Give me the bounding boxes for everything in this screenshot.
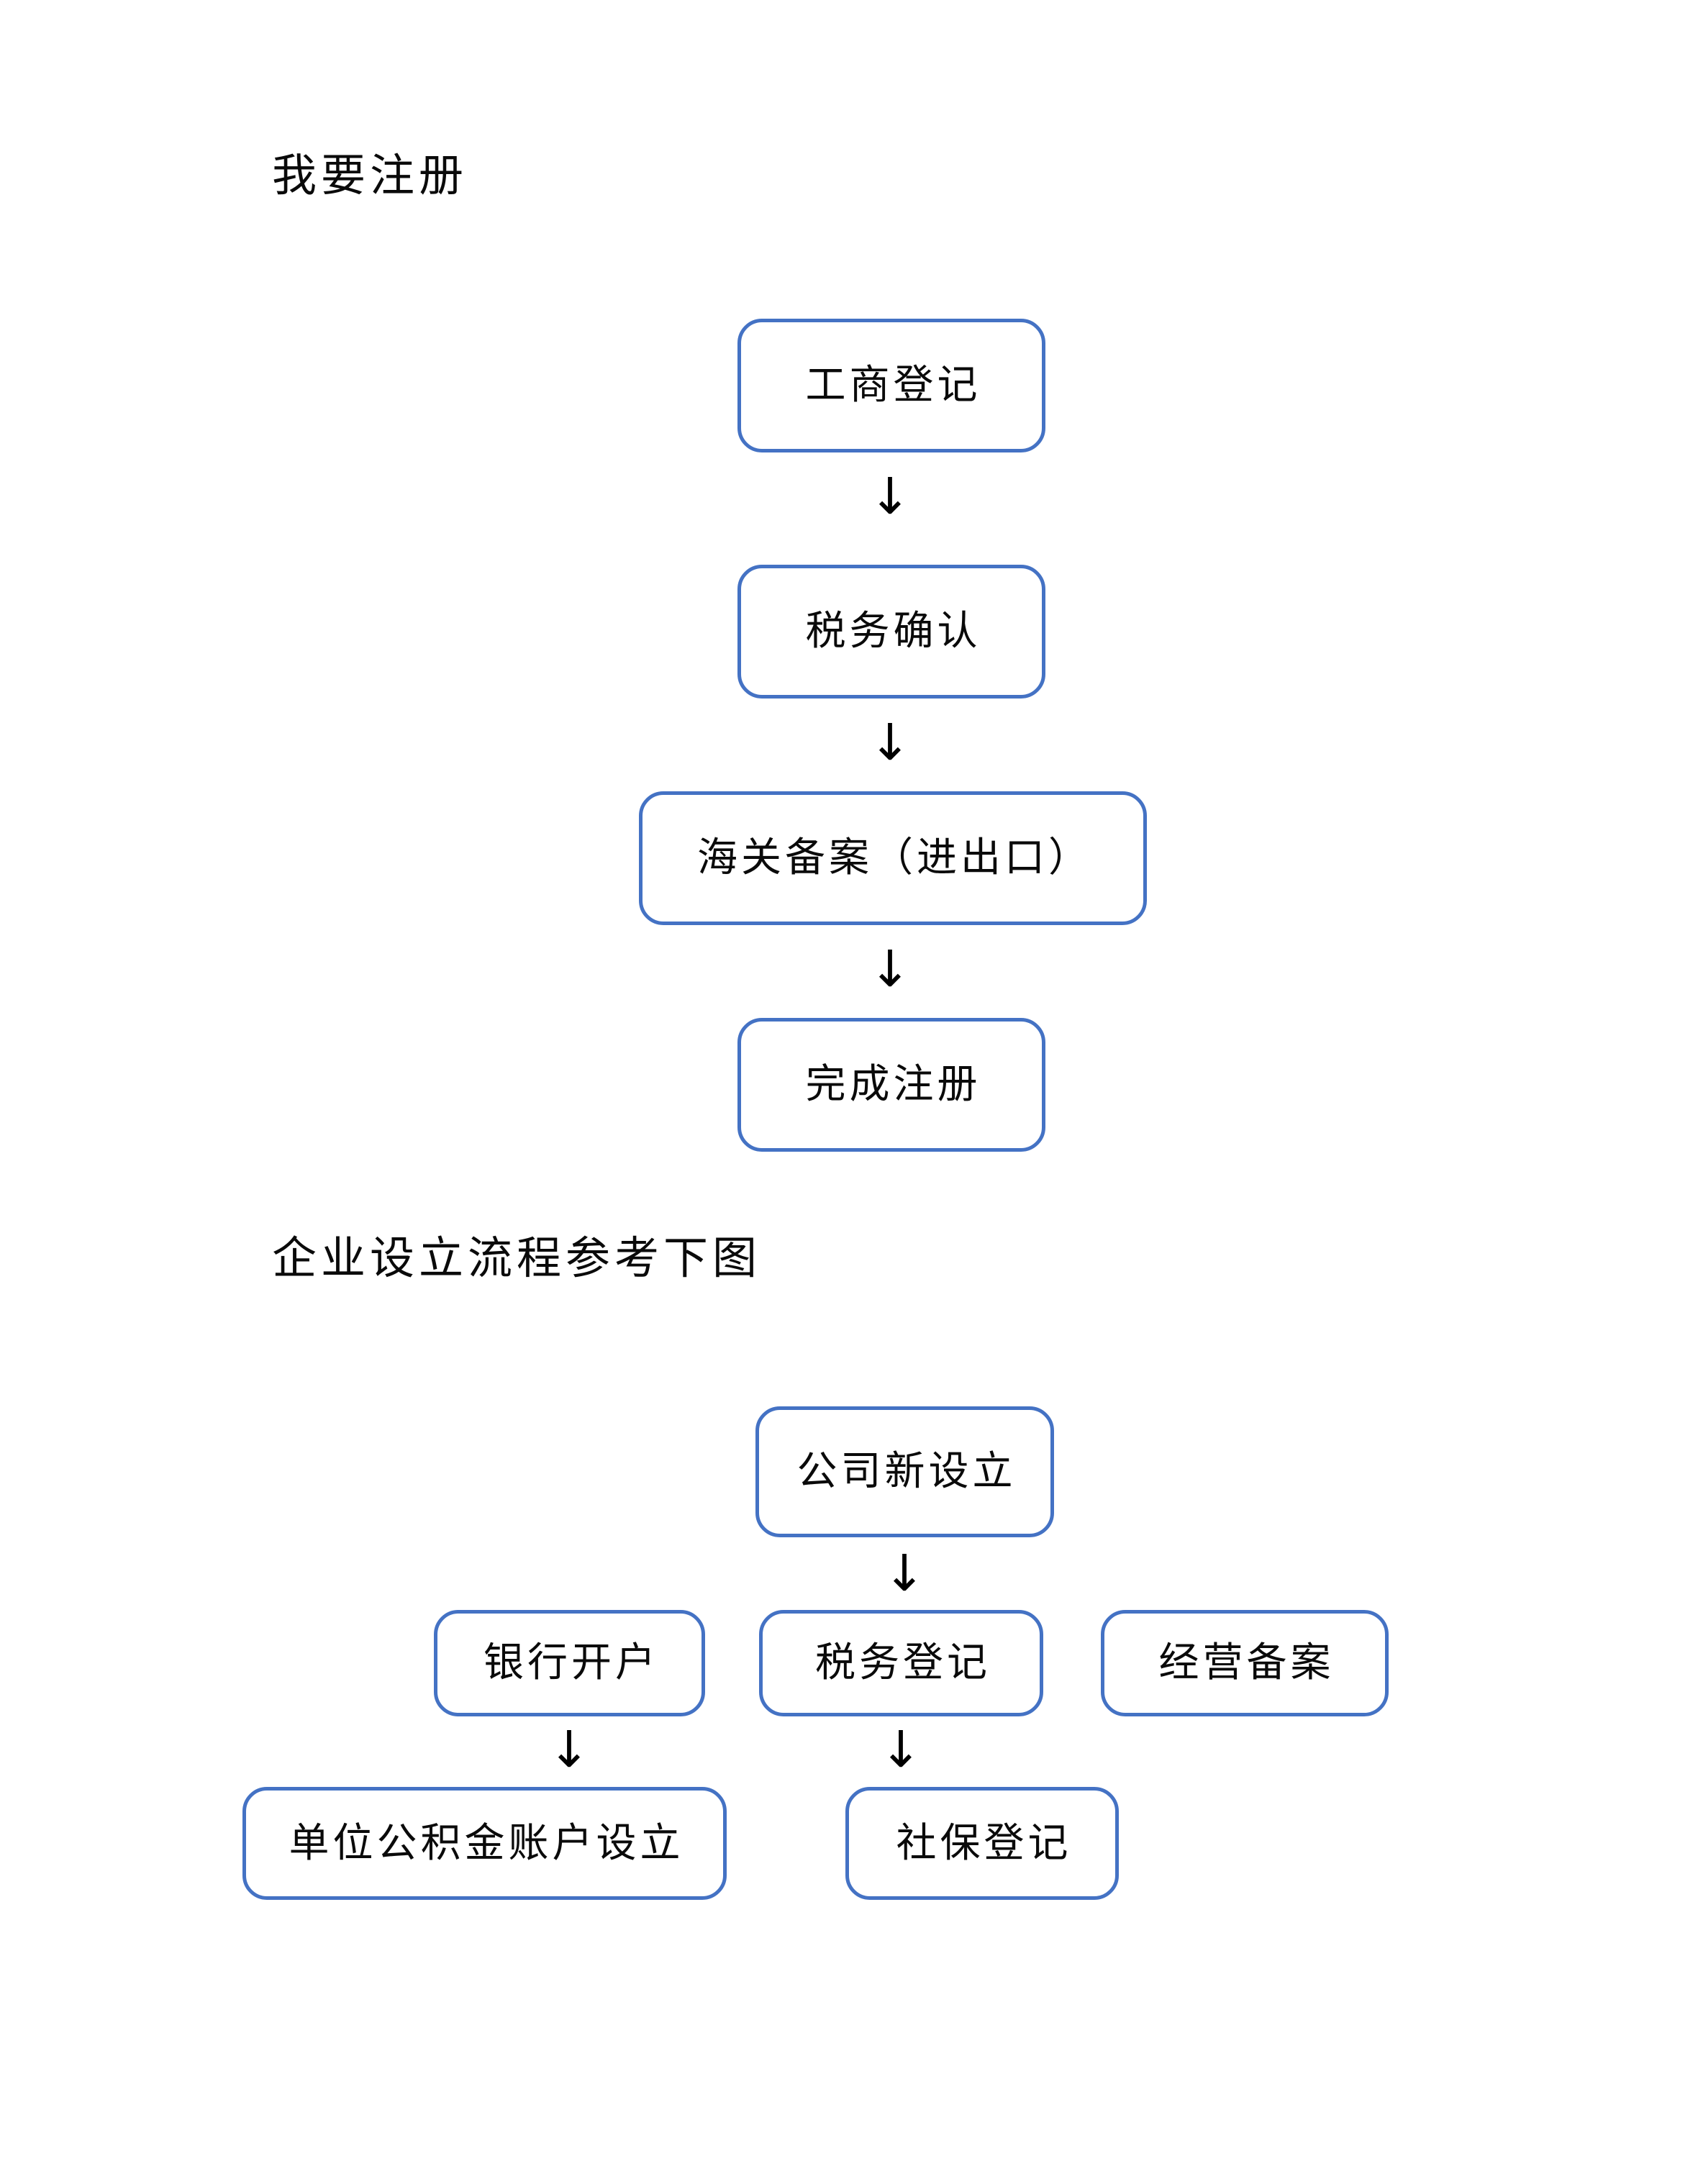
flow-node-operation-filing[interactable]: 经营备案 [1101, 1610, 1389, 1716]
flow-node-label: 工商登记 [805, 363, 981, 408]
flow-node-label: 税务登记 [815, 1641, 991, 1685]
flow-node-label: 社保登记 [896, 1821, 1072, 1866]
flow-node-label: 税务确认 [805, 609, 981, 654]
flow-node-label: 完成注册 [805, 1063, 981, 1107]
down-arrow-icon: ↓ [883, 1544, 926, 1603]
down-arrow-icon: ↓ [868, 939, 912, 998]
flow-node-social-insurance-registration[interactable]: 社保登记 [845, 1787, 1119, 1900]
flow-node-label: 海关备案（进出口） [697, 836, 1092, 881]
flow-node-finish-registration[interactable]: 完成注册 [737, 1018, 1045, 1152]
down-arrow-icon: ↓ [868, 467, 912, 526]
flow-node-tax-registration[interactable]: 税务登记 [759, 1610, 1043, 1716]
flow-node-bank-account-opening[interactable]: 银行开户 [434, 1610, 705, 1716]
flow-node-label: 银行开户 [483, 1641, 659, 1685]
flow-node-label: 单位公积金账户设立 [289, 1821, 684, 1866]
flow-node-business-registration[interactable]: 工商登记 [737, 319, 1045, 452]
flow-node-housing-fund-account[interactable]: 单位公积金账户设立 [242, 1787, 727, 1900]
section-heading-setup-process: 企业设立流程参考下图 [272, 1234, 762, 1283]
section-heading-register: 我要注册 [272, 152, 468, 201]
flow-node-company-new-establishment[interactable]: 公司新设立 [755, 1406, 1054, 1537]
down-arrow-icon: ↓ [868, 713, 912, 772]
flow-node-label: 公司新设立 [796, 1450, 1017, 1494]
down-arrow-icon: ↓ [879, 1720, 922, 1779]
flow-node-tax-confirmation[interactable]: 税务确认 [737, 565, 1045, 699]
flow-node-label: 经营备案 [1158, 1641, 1335, 1685]
flow-node-customs-filing[interactable]: 海关备案（进出口） [639, 791, 1147, 925]
down-arrow-icon: ↓ [548, 1720, 591, 1779]
